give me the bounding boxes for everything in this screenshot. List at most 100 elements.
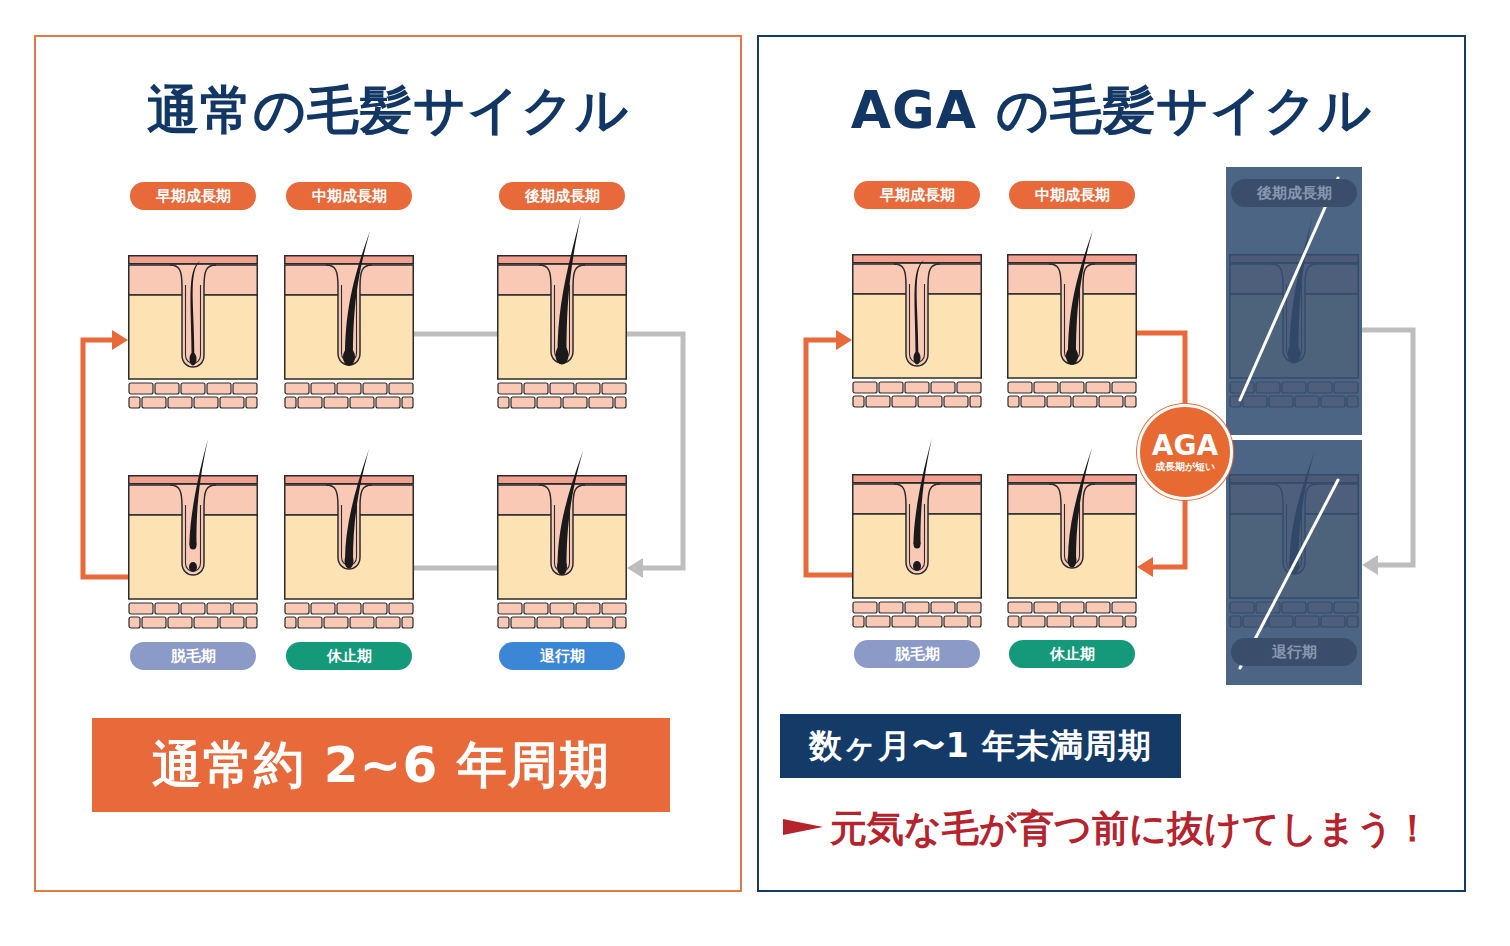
phase-cell: 後期成長期 [497, 182, 627, 410]
epidermis-layer [853, 255, 982, 263]
cycle-panel: 通常の毛髪サイクル早期成長期中期成長期後期成長期脱毛期休止期退行期通常約 2~6… [34, 35, 742, 892]
epidermis-layer [498, 256, 627, 264]
tissue-brick [142, 617, 166, 628]
skin-section [128, 475, 258, 630]
phase-label: 早期成長期 [854, 181, 980, 209]
phase-label: 早期成長期 [130, 182, 256, 210]
skin-section [284, 475, 414, 630]
tissue-brick [853, 382, 877, 393]
skin-section [497, 255, 627, 410]
tissue-brick [1099, 396, 1123, 407]
phase-cell: 中期成長期 [1007, 181, 1137, 410]
tissue-brick [246, 617, 257, 628]
tissue-brick [853, 602, 877, 613]
tissue-brick [498, 397, 509, 408]
tissue-brick [524, 603, 548, 614]
tissue-brick [537, 397, 561, 408]
tissue-brick [511, 617, 535, 628]
epidermis-layer [129, 476, 258, 484]
tissue-brick [537, 617, 561, 628]
tissue-brick [220, 397, 244, 408]
phase-label: 後期成長期 [499, 182, 625, 210]
tissue-brick [233, 383, 257, 394]
hair-shaft [190, 439, 209, 545]
tissue-brick [1034, 382, 1058, 393]
hair-shaft [1068, 448, 1092, 560]
tissue-brick [402, 617, 413, 628]
tissue-brick [1060, 602, 1084, 613]
tissue-brick [363, 603, 387, 614]
tissue-brick [324, 397, 348, 408]
phase-label: 休止期 [286, 642, 412, 670]
phase-cell: 早期成長期 [128, 182, 258, 410]
tissue-brick [129, 617, 140, 628]
tissue-brick [129, 603, 153, 614]
tissue-brick [970, 396, 981, 407]
tissue-brick [615, 617, 626, 628]
tissue-brick [918, 396, 942, 407]
phase-cell: 中期成長期 [284, 182, 414, 410]
phase-label: 退行期 [499, 642, 625, 670]
tissue-brick [168, 397, 192, 408]
tissue-brick [944, 396, 968, 407]
tissue-brick [1021, 396, 1045, 407]
epidermis-layer [285, 256, 414, 264]
tissue-brick [498, 603, 522, 614]
hair-shaft [345, 231, 370, 357]
tissue-brick [892, 616, 916, 627]
tissue-brick [155, 383, 179, 394]
strike-line [1226, 167, 1362, 435]
hair-shaft [558, 451, 584, 567]
tissue-brick [389, 383, 413, 394]
decor-line [1240, 178, 1338, 400]
disabled-overlay [1226, 167, 1362, 435]
tissue-brick [1060, 382, 1084, 393]
tissue-brick [194, 617, 218, 628]
tissue-brick [602, 383, 626, 394]
tissue-brick [207, 603, 231, 614]
tissue-brick [957, 602, 981, 613]
period-text: 通常約 2~6 年周期 [152, 732, 609, 799]
phase-cell: 脱毛期 [852, 474, 982, 669]
hair-bulb [345, 554, 354, 569]
tissue-brick [350, 397, 374, 408]
tissue-brick [524, 383, 548, 394]
tissue-brick [1073, 616, 1097, 627]
hair-shaft [914, 260, 924, 358]
phase-label: 中期成長期 [1009, 181, 1135, 209]
tissue-brick [389, 603, 413, 614]
tissue-brick [1125, 616, 1136, 627]
tissue-brick [1008, 396, 1019, 407]
tissue-brick [1021, 616, 1045, 627]
tissue-brick [129, 383, 153, 394]
tissue-brick [944, 616, 968, 627]
tissue-brick [576, 603, 600, 614]
tissue-brick [853, 616, 864, 627]
tissue-brick [181, 603, 205, 614]
tissue-brick [866, 396, 890, 407]
hair-shaft [345, 449, 369, 561]
hair-bulb [914, 540, 921, 549]
phase-cell: 脱毛期 [128, 475, 258, 670]
tissue-brick [1112, 602, 1136, 613]
skin-section [128, 255, 258, 410]
epidermis-layer [1008, 255, 1137, 263]
hair-bulb [914, 352, 921, 365]
tissue-brick [931, 382, 955, 393]
phase-cell: 後期成長期 [1226, 167, 1362, 435]
hair-bulb [1068, 553, 1077, 568]
tissue-brick [1008, 602, 1032, 613]
hair-bulb [190, 541, 197, 550]
tissue-brick [905, 382, 929, 393]
tissue-brick [298, 617, 322, 628]
skin-section [1007, 474, 1137, 629]
tissue-brick [155, 603, 179, 614]
circle-note: 成長期が短い [1155, 461, 1215, 473]
tissue-brick [181, 383, 205, 394]
tissue-brick [866, 616, 890, 627]
aga-circle: AGA成長期が短い [1137, 404, 1233, 500]
note-text: 元気な毛が育つ前に抜けてしまう！ [830, 804, 1431, 854]
phase-label: 中期成長期 [286, 182, 412, 210]
tissue-brick [1008, 382, 1032, 393]
tissue-brick [589, 397, 613, 408]
